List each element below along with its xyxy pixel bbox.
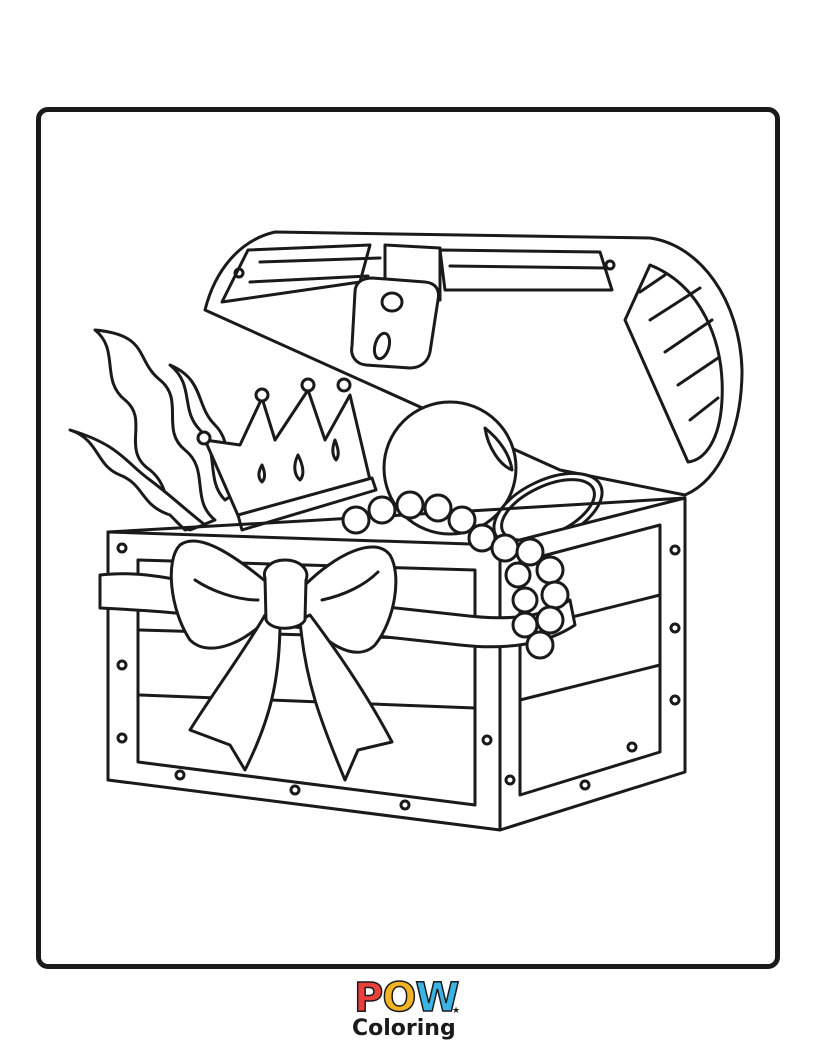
- pow-wordmark: POW: [353, 975, 461, 1021]
- logo-letter-w: W: [415, 975, 461, 1021]
- crown-icon: [196, 377, 378, 532]
- seaweed-icon: [68, 328, 242, 532]
- chest-lid: [203, 230, 744, 497]
- pow-coloring-logo: POW ★ Coloring: [348, 975, 468, 1048]
- coloring-page-frame: [36, 107, 780, 969]
- bow-icon: [169, 539, 398, 782]
- logo-letter-o: O: [382, 975, 418, 1021]
- chest-latch-icon: [350, 276, 440, 370]
- pearl-necklace-icon: [341, 490, 570, 660]
- logo-coloring-text: Coloring: [352, 1016, 456, 1041]
- star-icon: ★: [452, 1006, 461, 1016]
- logo-letter-p: P: [353, 975, 384, 1021]
